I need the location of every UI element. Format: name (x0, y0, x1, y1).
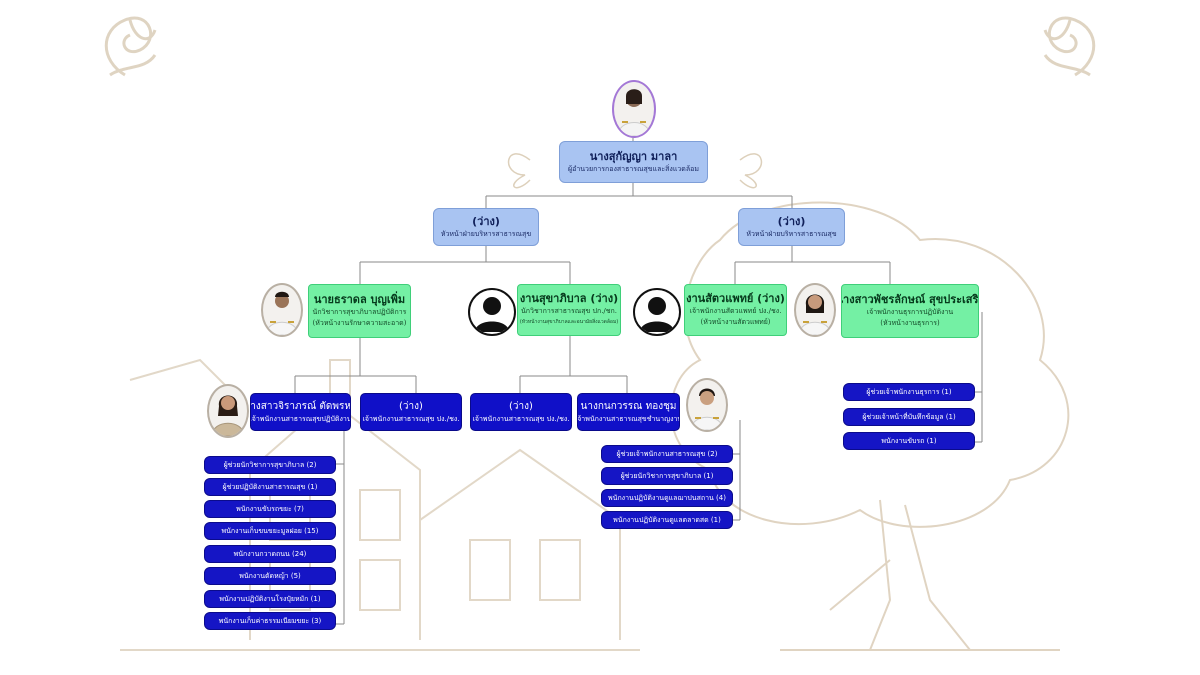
section-3-name: งานสัตวแพทย์ (ว่าง) (686, 292, 785, 305)
list-item[interactable]: ผู้ช่วยเจ้าหน้าที่บันทึกข้อมูล (1) (843, 408, 975, 426)
list-item[interactable]: ผู้ช่วยเจ้าพนักงานสาธารณสุข (2) (601, 445, 733, 463)
division-left-name: (ว่าง) (472, 214, 500, 228)
section-2-note: (หัวหน้างานสุขาภิบาลและอนามัยสิ่งแวดล้อม… (519, 319, 619, 325)
director-box[interactable]: นางสุกัญญา มาลา ผู้อำนวยการกองสาธารณสุขแ… (559, 141, 708, 183)
staff-box-2[interactable]: (ว่าง) เจ้าพนักงานสาธารณสุข ปง./ชง. (360, 393, 462, 431)
section-3-note: (หัวหน้างานสัตวแพทย์) (700, 318, 771, 326)
list-item[interactable]: พนักงานปฏิบัติงานดูแลฌาปนสถาน (4) (601, 489, 733, 507)
list-item[interactable]: พนักงานขับรถขยะ (7) (204, 500, 336, 518)
list-item[interactable]: ผู้ช่วยนักวิชาการสุขาภิบาล (2) (204, 456, 336, 474)
staff-box-4[interactable]: นางกนกวรรณ ทองชุม เจ้าพนักงานสาธารณสุขชำ… (577, 393, 680, 431)
list-item[interactable]: พนักงานกวาดถนน (24) (204, 545, 336, 563)
section-box-2[interactable]: งานสุขาภิบาล (ว่าง) นักวิชาการสาธารณสุข … (517, 284, 621, 336)
list-item[interactable]: พนักงานเก็บขนขยะมูลฝอย (15) (204, 522, 336, 540)
section-box-1[interactable]: นายธราดล บุญเพิ่ม นักวิชาการสุขาภิบาลปฏิ… (308, 284, 411, 338)
division-right-position: หัวหน้าฝ่ายบริหารสาธารณสุข (746, 229, 837, 238)
staff-box-3[interactable]: (ว่าง) เจ้าพนักงานสาธารณสุข ปง./ชง. (470, 393, 572, 431)
list-item[interactable]: พนักงานปฏิบัติงานโรงปุ๋ยหมัก (1) (204, 590, 336, 608)
section-4-name: นางสาวพัชรลักษณ์ สุขประเสริฐ (841, 293, 979, 306)
staff-1-name: นางสาวจิราภรณ์ ตัดพรหม (250, 400, 351, 412)
section-4-position: เจ้าพนักงานธุรการปฏิบัติงาน (866, 308, 954, 316)
division-right-name: (ว่าง) (777, 214, 806, 228)
list-item[interactable]: พนักงานขับรถ (1) (843, 432, 975, 450)
director-name: นางสุกัญญา มาลา (589, 149, 678, 163)
corner-ornament-left-icon (104, 16, 157, 77)
list-item[interactable]: พนักงานปฏิบัติงานดูแลตลาดสด (1) (601, 511, 733, 529)
avatar-director (612, 80, 656, 138)
section-2-position: นักวิชาการสาธารณสุข ปก./ชก. (521, 307, 617, 315)
user-silhouette-icon (475, 297, 509, 332)
section-4-note: (หัวหน้างานธุรการ) (880, 319, 940, 327)
section-1-position: นักวิชาการสุขาภิบาลปฏิบัติการ (312, 308, 407, 316)
division-box-left[interactable]: (ว่าง) หัวหน้าฝ่ายบริหารสาธารณสุข (433, 208, 539, 246)
division-box-right[interactable]: (ว่าง) หัวหน้าฝ่ายบริหารสาธารณสุข (738, 208, 845, 246)
avatar-placeholder-section-2 (468, 288, 516, 336)
staff-1-position: เจ้าพนักงานสาธารณสุขปฏิบัติงาน (250, 414, 351, 423)
list-item[interactable]: ผู้ช่วยนักวิชาการสุขาภิบาล (1) (601, 467, 733, 485)
section-3-position: เจ้าพนักงานสัตวแพทย์ ปง./ชง. (689, 307, 782, 315)
connector-lines (294, 138, 983, 625)
list-item[interactable]: ผู้ช่วยเจ้าพนักงานธุรการ (1) (843, 383, 975, 401)
list-item[interactable]: ผู้ช่วยปฏิบัติงานสาธารณสุข (1) (204, 478, 336, 496)
tree-sketch-icon (670, 201, 1070, 651)
staff-3-name: (ว่าง) (509, 400, 533, 412)
avatar-staff-1 (207, 384, 249, 438)
user-silhouette-icon (640, 297, 674, 332)
butterfly-icon (508, 153, 762, 189)
staff-box-1[interactable]: นางสาวจิราภรณ์ ตัดพรหม เจ้าพนักงานสาธารณ… (250, 393, 351, 431)
staff-2-position: เจ้าพนักงานสาธารณสุข ปง./ชง. (362, 414, 460, 423)
staff-4-name: นางกนกวรรณ ทองชุม (580, 400, 677, 412)
list-item[interactable]: พนักงานตัดหญ้า (5) (204, 567, 336, 585)
avatar-section-1 (261, 283, 303, 337)
section-1-note: (หัวหน้างานรักษาความสะอาด) (312, 319, 407, 327)
staff-4-position: เจ้าพนักงานสาธารณสุขชำนาญงาน (577, 414, 680, 423)
avatar-staff-4 (686, 378, 728, 432)
section-box-4[interactable]: นางสาวพัชรลักษณ์ สุขประเสริฐ เจ้าพนักงาน… (841, 284, 979, 338)
corner-ornament-right-icon (1043, 16, 1096, 77)
section-1-name: นายธราดล บุญเพิ่ม (313, 293, 406, 306)
avatar-section-4 (794, 283, 836, 337)
director-position: ผู้อำนวยการกองสาธารณสุขและสิ่งแวดล้อม (568, 164, 699, 173)
section-box-3[interactable]: งานสัตวแพทย์ (ว่าง) เจ้าพนักงานสัตวแพทย์… (684, 284, 787, 336)
staff-2-name: (ว่าง) (399, 400, 423, 412)
division-left-position: หัวหน้าฝ่ายบริหารสาธารณสุข (440, 229, 532, 238)
avatar-placeholder-section-3 (633, 288, 681, 336)
section-2-name: งานสุขาภิบาล (ว่าง) (519, 292, 619, 305)
staff-3-position: เจ้าพนักงานสาธารณสุข ปง./ชง. (472, 414, 570, 423)
list-item[interactable]: พนักงานเก็บค่าธรรมเนียมขยะ (3) (204, 612, 336, 630)
